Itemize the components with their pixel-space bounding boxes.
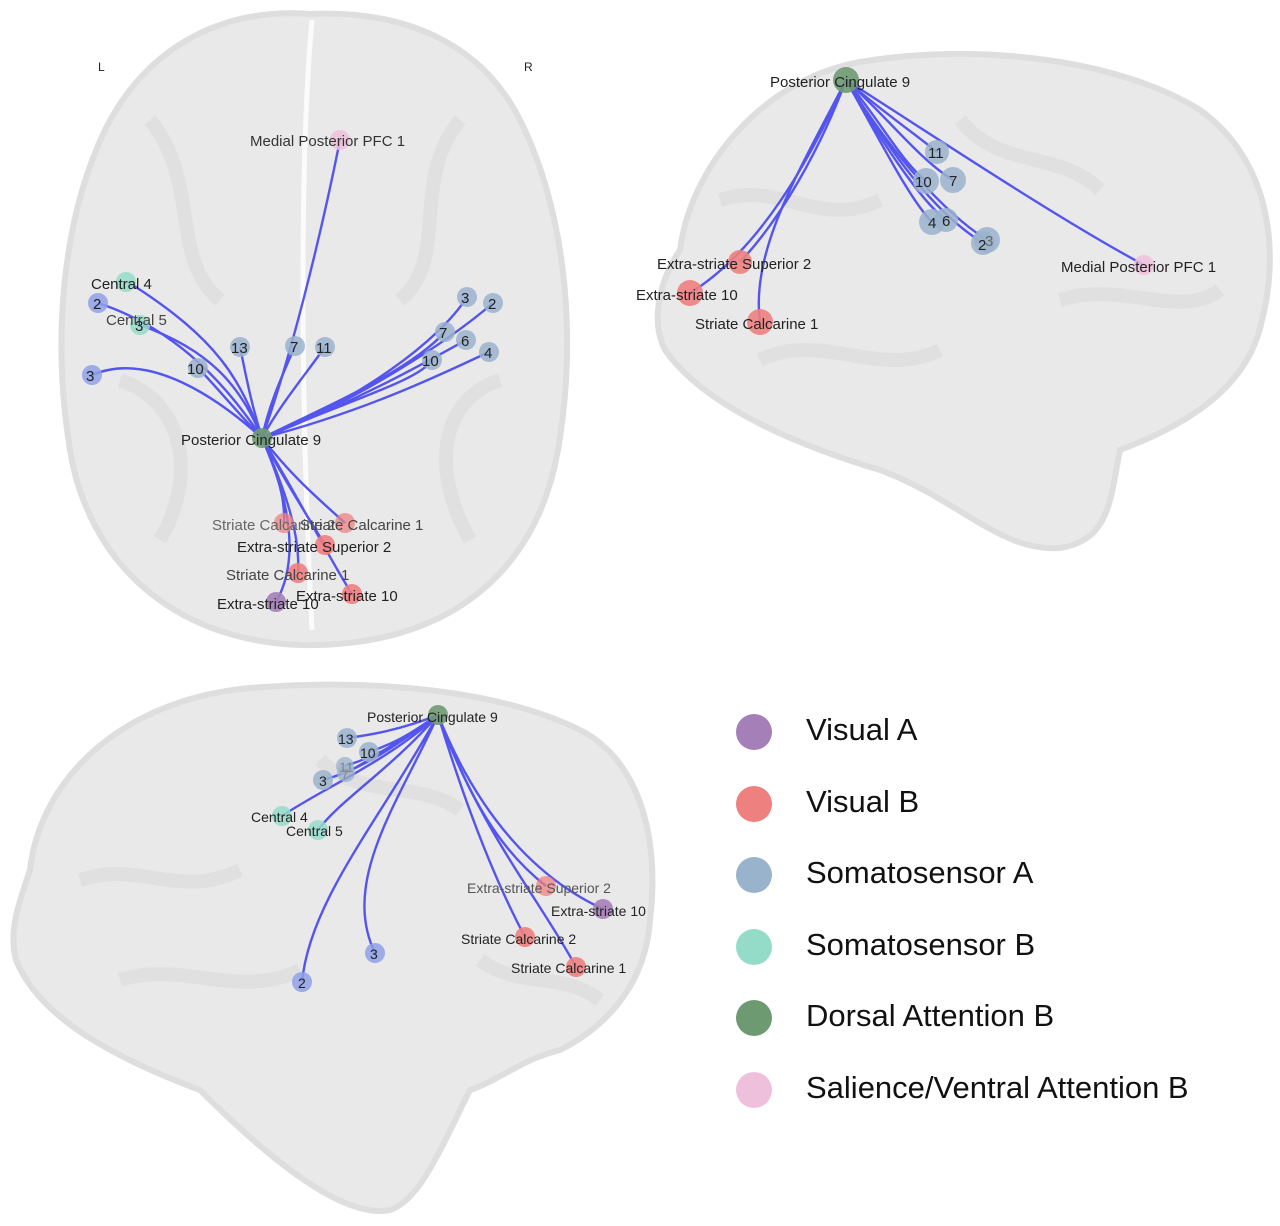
label-node: 2 (488, 296, 496, 313)
label-node: 7 (439, 325, 447, 342)
legend-item-somatosensor-a: Somatosensor A (736, 851, 1256, 923)
legend-item-visual-a: Visual A (736, 708, 1256, 780)
label-central-4: Central 4 (251, 809, 308, 825)
label-striate-calcarine: Striate Calcarine 1 (511, 960, 626, 976)
label-central-5: Central 5 (106, 312, 167, 329)
label-medial-posterior-pfc: Medial Posterior PFC 1 (250, 133, 405, 150)
legend-item-dorsal-attention-b: Dorsal Attention B (736, 994, 1256, 1066)
network-legend: Visual A Visual B Somatosensor A Somatos… (736, 708, 1256, 1137)
sagittal-right-nodes (677, 67, 1154, 335)
sagittal-right-brain-view: Posterior Cingulate 9 11 10 7 4 6 3 2 Me… (636, 50, 1273, 552)
legend-label: Dorsal Attention B (806, 998, 1055, 1033)
label-node: 10 (360, 745, 376, 761)
label-node: 4 (484, 345, 492, 362)
label-posterior-cingulate: Posterior Cingulate 9 (181, 432, 321, 449)
label-striate-calcarine: Striate Calcarine 1 (695, 316, 818, 333)
legend-swatch-dorsal-attention-b (736, 1000, 772, 1036)
legend-item-salience-ventral-attention-b: Salience/Ventral Attention B (736, 1066, 1256, 1138)
label-node: 13 (231, 340, 248, 357)
label-node: 10 (187, 361, 204, 378)
label-extra-striate-superior: Extra-striate Superior 2 (467, 880, 611, 896)
label-node: 6 (461, 333, 469, 350)
label-striate-calcarine: Striate Calcarine 2 (212, 517, 335, 534)
label-extra-striate-superior: Extra-striate Superior 2 (237, 539, 391, 556)
label-extra-striate: Extra-striate 10 (217, 596, 319, 613)
label-node: 2 (298, 975, 306, 991)
legend-swatch-somatosensor-b (736, 928, 772, 965)
label-node: 3 (319, 773, 327, 789)
legend-swatch-visual-b (736, 785, 772, 822)
legend-swatch-salience-ventral-attention-b (736, 1071, 772, 1108)
legend-label: Somatosensor A (806, 855, 1034, 890)
legend-label: Visual B (806, 783, 920, 819)
label-node: 2 (93, 296, 101, 313)
label-central-4: Central 4 (91, 276, 152, 293)
axial-nodes (82, 130, 503, 612)
label-node: 3 (86, 368, 94, 385)
legend-item-visual-b: Visual B (736, 780, 1256, 852)
orientation-left-label: L (98, 60, 105, 74)
label-node: 10 (915, 174, 932, 191)
label-posterior-cingulate: Posterior Cingulate 9 (367, 709, 498, 725)
label-node: 3 (461, 290, 469, 307)
label-extra-striate: Extra-striate 10 (551, 903, 646, 919)
label-striate-calcarine: Striate Calcarine 2 (461, 931, 576, 947)
label-node: 11 (928, 145, 944, 162)
label-posterior-cingulate: Posterior Cingulate 9 (770, 74, 910, 91)
label-node: 3 (370, 946, 378, 962)
label-central-5: Central 5 (286, 823, 343, 839)
label-striate-calcarine: Striate Calcarine 1 (226, 567, 349, 584)
label-medial-posterior-pfc: Medial Posterior PFC 1 (1061, 259, 1216, 276)
label-node: 4 (928, 215, 936, 232)
legend-swatch-somatosensor-a (736, 857, 772, 893)
label-node: 11 (316, 340, 332, 357)
axial-brain-view: L R (58, 10, 571, 649)
label-node: 2 (978, 237, 986, 254)
label-node: 3 (985, 233, 993, 250)
sagittal-left-brain-view: Posterior Cingulate 9 13 10 11 7 3 Centr… (10, 681, 656, 1214)
label-node: 13 (338, 731, 354, 747)
legend-label: Salience/Ventral Attention B (806, 1069, 1189, 1105)
label-node: 7 (341, 766, 349, 782)
sagittal-right-brain-outline (654, 50, 1273, 552)
label-extra-striate: Extra-striate 10 (636, 287, 738, 304)
label-node: 3 (135, 318, 143, 335)
legend-swatch-visual-a (736, 714, 772, 750)
label-node: 11 (339, 759, 354, 775)
legend-item-somatosensor-b: Somatosensor B (736, 923, 1256, 995)
label-node: 6 (942, 213, 950, 230)
legend-label: Somatosensor B (806, 926, 1036, 962)
label-extra-striate-superior: Extra-striate Superior 2 (657, 256, 811, 273)
label-extra-striate: Extra-striate 10 (296, 588, 398, 605)
sagittal-left-connections (281, 713, 604, 983)
legend-label: Visual A (806, 712, 918, 747)
label-striate-calcarine: Striate Calcarine 1 (300, 517, 423, 534)
orientation-right-label: R (524, 60, 533, 74)
label-node: 10 (422, 353, 439, 370)
label-node: 7 (949, 173, 957, 190)
label-node: 7 (290, 339, 298, 356)
sagittal-left-nodes (272, 705, 613, 992)
